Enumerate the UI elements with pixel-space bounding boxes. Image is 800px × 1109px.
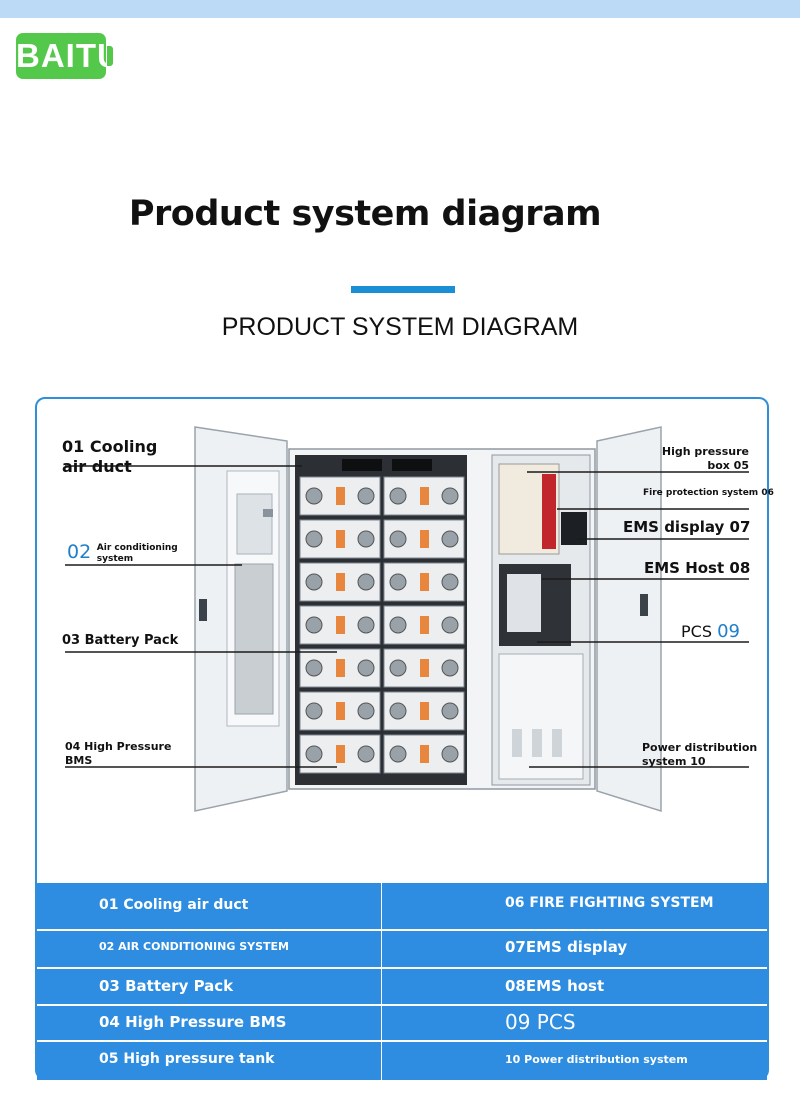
module-connector (420, 616, 429, 634)
label-battery-pack: 03 Battery Pack (62, 633, 179, 648)
label-bms-line1: 04 High Pressure (65, 740, 172, 753)
right-door (596, 426, 662, 813)
power-distribution-panel (498, 653, 584, 780)
label-ac-number: 02 (67, 541, 92, 563)
table-cell: 04 High Pressure BMS (99, 1013, 287, 1031)
module-connector (420, 702, 429, 720)
module-fan (441, 573, 459, 591)
label-high-pressure-bms: 04 High Pressure BMS (65, 740, 171, 768)
label-cooling-air-duct: 01 Cooling air duct (62, 437, 157, 477)
module-connector (336, 487, 345, 505)
module-fan (389, 745, 407, 763)
label-power-dist-line2: system 10 (642, 755, 706, 768)
module-fan (389, 659, 407, 677)
module-connector (336, 616, 345, 634)
table-cell: 01 Cooling air duct (99, 897, 249, 913)
label-pcs-number: 09 (717, 621, 740, 642)
diagram-frame: 01 Cooling air duct 02 Air conditioning … (35, 397, 774, 1080)
table-cell: 10 Power distribution system (505, 1053, 688, 1066)
module-fan (441, 616, 459, 634)
table-row-divider (37, 1004, 767, 1006)
module-fan (441, 487, 459, 505)
cabinet-illustration (65, 426, 749, 813)
module-fan (389, 573, 407, 591)
top-banner-strip (0, 0, 800, 18)
module-fan (389, 530, 407, 548)
module-fan (305, 573, 323, 591)
leader-lines (65, 465, 749, 768)
table-cell: 09 PCS (505, 1010, 576, 1034)
brand-logo: BAITU (16, 33, 121, 79)
page-subtitle: PRODUCT SYSTEM DIAGRAM (221, 313, 579, 341)
label-pcs-text: PCS (681, 622, 712, 641)
table-cell: 03 Battery Pack (99, 977, 234, 995)
module-fan (357, 530, 375, 548)
module-fan (357, 745, 375, 763)
module-connector (336, 659, 345, 677)
module-fan (305, 702, 323, 720)
module-fan (389, 616, 407, 634)
label-hp-box-line1: High pressure (661, 445, 749, 458)
label-high-pressure-box: High pressure box 05 (659, 445, 749, 473)
left-door-handle (199, 599, 207, 621)
label-air-conditioning: 02 Air conditioning system (67, 541, 178, 565)
module-fan (357, 616, 375, 634)
module-fan (441, 745, 459, 763)
table-row-divider (37, 929, 767, 931)
label-pcs: PCS 09 (681, 621, 740, 642)
module-fan (305, 745, 323, 763)
ac-vent-top (236, 493, 273, 555)
module-connector (420, 487, 429, 505)
module-fan (441, 530, 459, 548)
logo-battery-tip (107, 46, 113, 66)
module-fan (305, 659, 323, 677)
module-connector (420, 659, 429, 677)
module-fan (441, 702, 459, 720)
ac-vent-grille (234, 563, 274, 715)
table-cell: 08EMS host (505, 977, 605, 995)
module-connector (336, 573, 345, 591)
label-cooling-line2: air duct (62, 457, 132, 476)
module-fan (357, 487, 375, 505)
module-fan (305, 487, 323, 505)
label-ac-line2: system (96, 554, 134, 564)
label-bms-line2: BMS (65, 754, 93, 767)
label-fire-protection: Fire protection system 06 (643, 488, 774, 498)
fire-protection-unit (542, 474, 556, 549)
module-connector (336, 530, 345, 548)
module-fan (389, 702, 407, 720)
module-fan (357, 573, 375, 591)
table-cell: 06 FIRE FIGHTING SYSTEM (505, 895, 714, 911)
title-accent-bar (351, 286, 455, 293)
ems-display-screen (561, 512, 587, 545)
module-fan (389, 487, 407, 505)
module-fan (305, 530, 323, 548)
module-fan (357, 659, 375, 677)
page-title: Product system diagram (128, 194, 602, 234)
label-hp-box-line2: box 05 (707, 459, 749, 472)
table-cell: 02 AIR CONDITIONING SYSTEM (99, 940, 289, 953)
module-fan (305, 616, 323, 634)
table-cell: 07EMS display (505, 938, 628, 956)
label-power-distribution: Power distribution system 10 (642, 741, 757, 769)
module-fan (441, 659, 459, 677)
table-column-divider (381, 883, 382, 1080)
table-row-divider (37, 1040, 767, 1042)
label-power-dist-line1: Power distribution (642, 741, 758, 754)
label-ac-line1: Air conditioning (96, 543, 178, 553)
table-row-divider (37, 967, 767, 969)
module-connector (420, 745, 429, 763)
components-table: 01 Cooling air duct 06 FIRE FIGHTING SYS… (37, 883, 767, 1080)
module-connector (420, 573, 429, 591)
module-fan (357, 702, 375, 720)
module-connector (336, 702, 345, 720)
label-cooling-line1: 01 Cooling (62, 437, 158, 456)
module-connector (420, 530, 429, 548)
table-cell: 05 High pressure tank (99, 1051, 275, 1067)
battery-modules (299, 476, 465, 774)
module-connector (336, 745, 345, 763)
label-ems-display: EMS display 07 (623, 518, 751, 536)
label-ems-host: EMS Host 08 (644, 559, 751, 577)
